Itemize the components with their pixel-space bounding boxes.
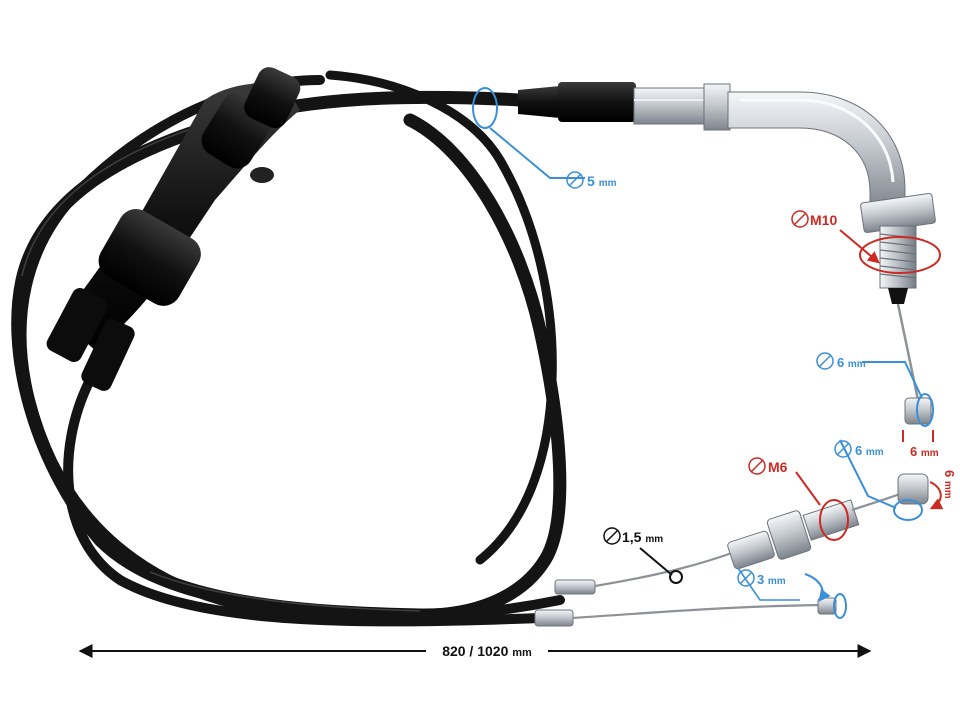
svg-text:5 mm: 5 mm: [587, 173, 617, 189]
top-fitting: [518, 82, 936, 425]
adjuster-nut: [766, 510, 812, 560]
bottom-wire: [572, 603, 823, 620]
lower-cable: [63, 375, 545, 627]
hex-ferrule-1: [633, 87, 707, 125]
svg-text:3 mm: 3 mm: [757, 572, 786, 587]
svg-text:1,5 mm: 1,5 mm: [622, 529, 663, 545]
dim-label-mid-nipple-dia: 6 mm: [834, 440, 884, 458]
adjuster-wire: [594, 548, 741, 588]
dim-label-lower-nipple-dia: 3 mm: [737, 569, 786, 587]
dim-label-adjuster-thread: M6: [748, 457, 788, 475]
m10-thread: [879, 225, 917, 289]
dim-label-upper-nipple-len: 6 mm: [910, 444, 939, 459]
svg-text:6 mm: 6 mm: [910, 444, 939, 459]
dim-label-main-thread: M10: [791, 210, 837, 228]
junction-body: [46, 67, 301, 391]
svg-text:820 / 1020 mm: 820 / 1020 mm: [442, 643, 532, 659]
mid-nipple: [897, 473, 929, 505]
dim-label-mid-nipple-len: 6 mm: [942, 470, 957, 499]
adjuster-ferrule: [727, 530, 775, 570]
dim-label-upper-nipple-dia: 6 mm: [816, 352, 866, 370]
m6-thread: [802, 499, 860, 541]
svg-text:M10: M10: [810, 212, 837, 228]
upper-wire: [896, 303, 920, 401]
hex-nut-top: [703, 83, 731, 131]
lower-ferrule-1: [554, 579, 596, 595]
svg-text:6 mm: 6 mm: [942, 470, 957, 499]
svg-text:M6: M6: [768, 459, 788, 475]
svg-text:6 mm: 6 mm: [855, 443, 884, 458]
chrome-elbow: [727, 91, 906, 211]
lower-wires: [534, 473, 929, 627]
lower-ferrule-2: [534, 609, 574, 627]
upper-loop: [325, 70, 557, 565]
annotation-marks: [472, 87, 944, 619]
dim-label-outer-diameter: 5 mm: [566, 171, 617, 189]
dim-label-wire-diameter: 1,5 mm: [603, 527, 663, 545]
dim-label-total-length: 820 / 1020 mm: [442, 643, 532, 659]
svg-text:6 mm: 6 mm: [837, 355, 866, 370]
